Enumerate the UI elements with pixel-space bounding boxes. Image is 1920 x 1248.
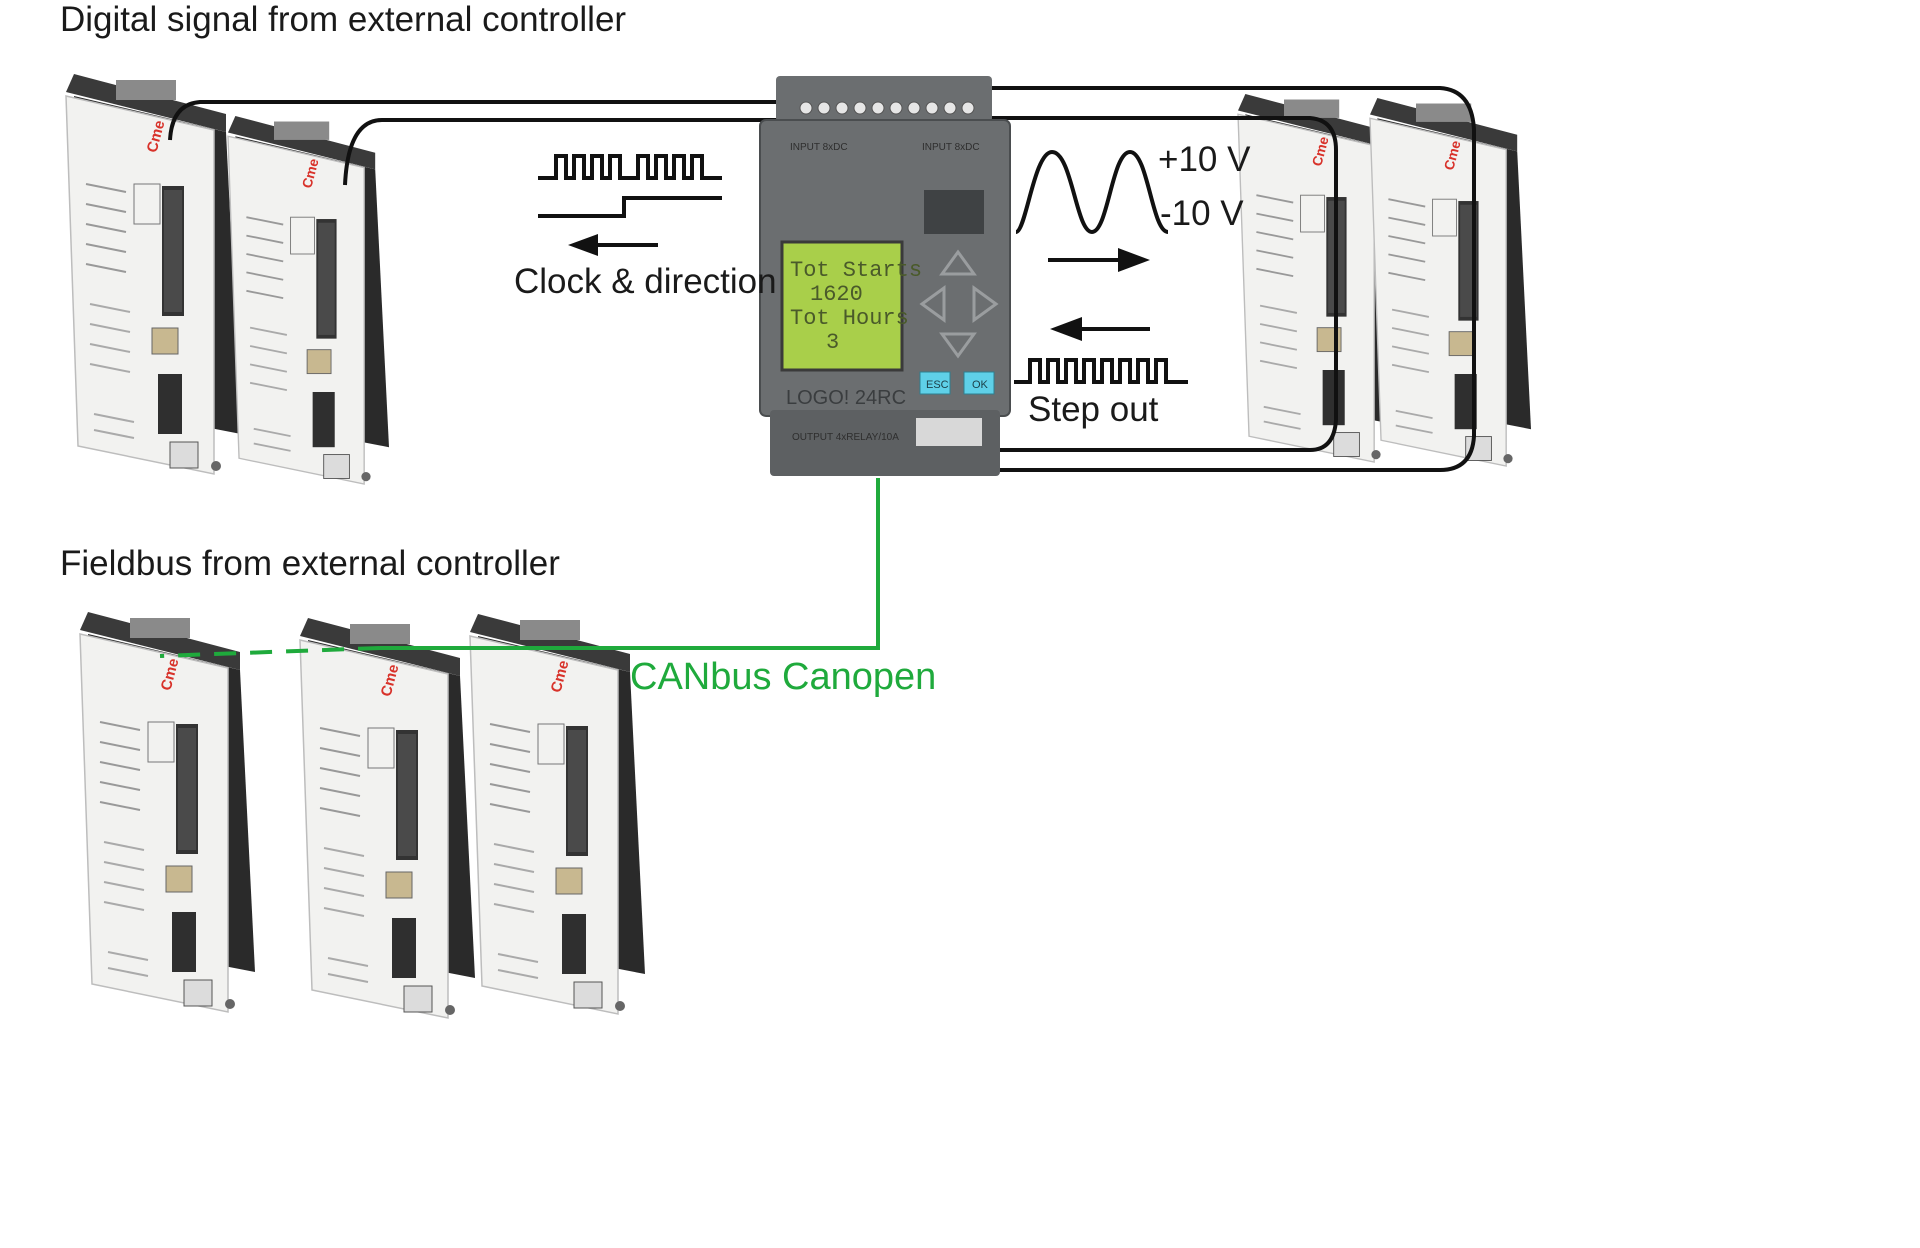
heading-digital-signal: Digital signal from external controller — [60, 0, 627, 39]
plc-lcd-line-2: 1620 — [810, 282, 863, 307]
plc-ok-button[interactable] — [963, 371, 995, 395]
plc-esc-label: ESC — [926, 379, 949, 391]
drive-fieldbus-3: Cme — [469, 613, 646, 1015]
step-out-arrow — [1050, 317, 1150, 341]
step-out-waveform — [1014, 358, 1188, 384]
plc-lcd-line-1: Tot Starts — [790, 258, 922, 283]
plc-controller: INPUT 8xDC INPUT 8xDC Tot Starts 1620 To… — [759, 76, 1011, 476]
plc-input-label-right: INPUT 8xDC — [922, 142, 980, 153]
drive-fieldbus-2: Cme — [299, 617, 476, 1019]
canbus-wire — [159, 478, 880, 658]
clock-direction-arrow — [568, 234, 658, 256]
label-clock-direction: Clock & direction — [514, 262, 777, 301]
heading-fieldbus: Fieldbus from external controller — [60, 544, 560, 583]
plc-ok-label: OK — [972, 379, 989, 391]
plc-lcd — [780, 240, 904, 372]
plc-input-label-left: INPUT 8xDC — [790, 142, 848, 153]
drive-digital-1: Cme — [65, 73, 242, 475]
analog-arrow — [1048, 248, 1150, 272]
plc-lcd-line-4: 3 — [826, 330, 839, 355]
drive-fieldbus-1: Cme — [79, 611, 256, 1013]
plc-brand: LOGO! 24RC — [786, 387, 906, 409]
label-plus-10v: +10 V — [1158, 140, 1251, 179]
signal-wires — [168, 86, 1476, 472]
label-step-out: Step out — [1028, 390, 1159, 429]
analog-sine-waveform — [1014, 149, 1169, 235]
clock-direction-waveform — [538, 154, 722, 218]
drive-step-1: Cme — [1369, 97, 1532, 467]
drive-digital-2: Cme — [227, 115, 390, 485]
label-minus-10v: -10 V — [1160, 194, 1244, 233]
plc-esc-button[interactable] — [919, 371, 951, 395]
label-canbus-canopen: CANbus Canopen — [630, 656, 937, 698]
plc-arrow-keys[interactable] — [919, 249, 999, 359]
plc-output-label: OUTPUT 4xRELAY/10A — [792, 432, 899, 443]
drive-analog-1: Cme — [1237, 93, 1400, 463]
plc-lcd-line-3: Tot Hours — [790, 306, 909, 331]
